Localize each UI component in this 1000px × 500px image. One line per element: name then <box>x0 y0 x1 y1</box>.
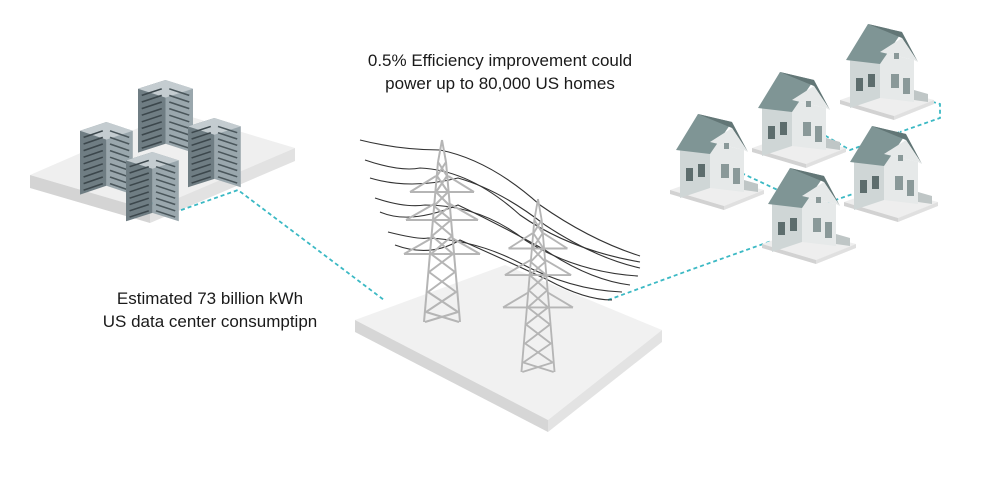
grid-platform <box>355 265 662 432</box>
house-icon <box>844 126 938 222</box>
consumption-caption-line-2: US data center consumptipn <box>102 312 318 331</box>
consumption-caption-line-1: Estimated 73 billion kWh <box>116 289 304 308</box>
consumption-caption: Estimated 73 billion kWh US data center … <box>60 287 360 333</box>
house-icon <box>752 72 846 168</box>
houses <box>670 24 938 264</box>
server-rack-icon <box>137 79 194 154</box>
house-icon <box>840 24 934 120</box>
power-lines <box>359 139 641 301</box>
server-rack-icon <box>125 151 180 223</box>
efficiency-caption: 0.5% Efficiency improvement could power … <box>330 49 670 95</box>
house-icon <box>670 114 764 210</box>
server-rack-icon <box>79 121 134 196</box>
efficiency-caption-line-1: 0.5% Efficiency improvement could <box>367 51 633 70</box>
efficiency-caption-line-2: power up to 80,000 US homes <box>385 74 615 93</box>
house-icon <box>762 168 856 264</box>
server-rack-icon <box>187 117 242 189</box>
